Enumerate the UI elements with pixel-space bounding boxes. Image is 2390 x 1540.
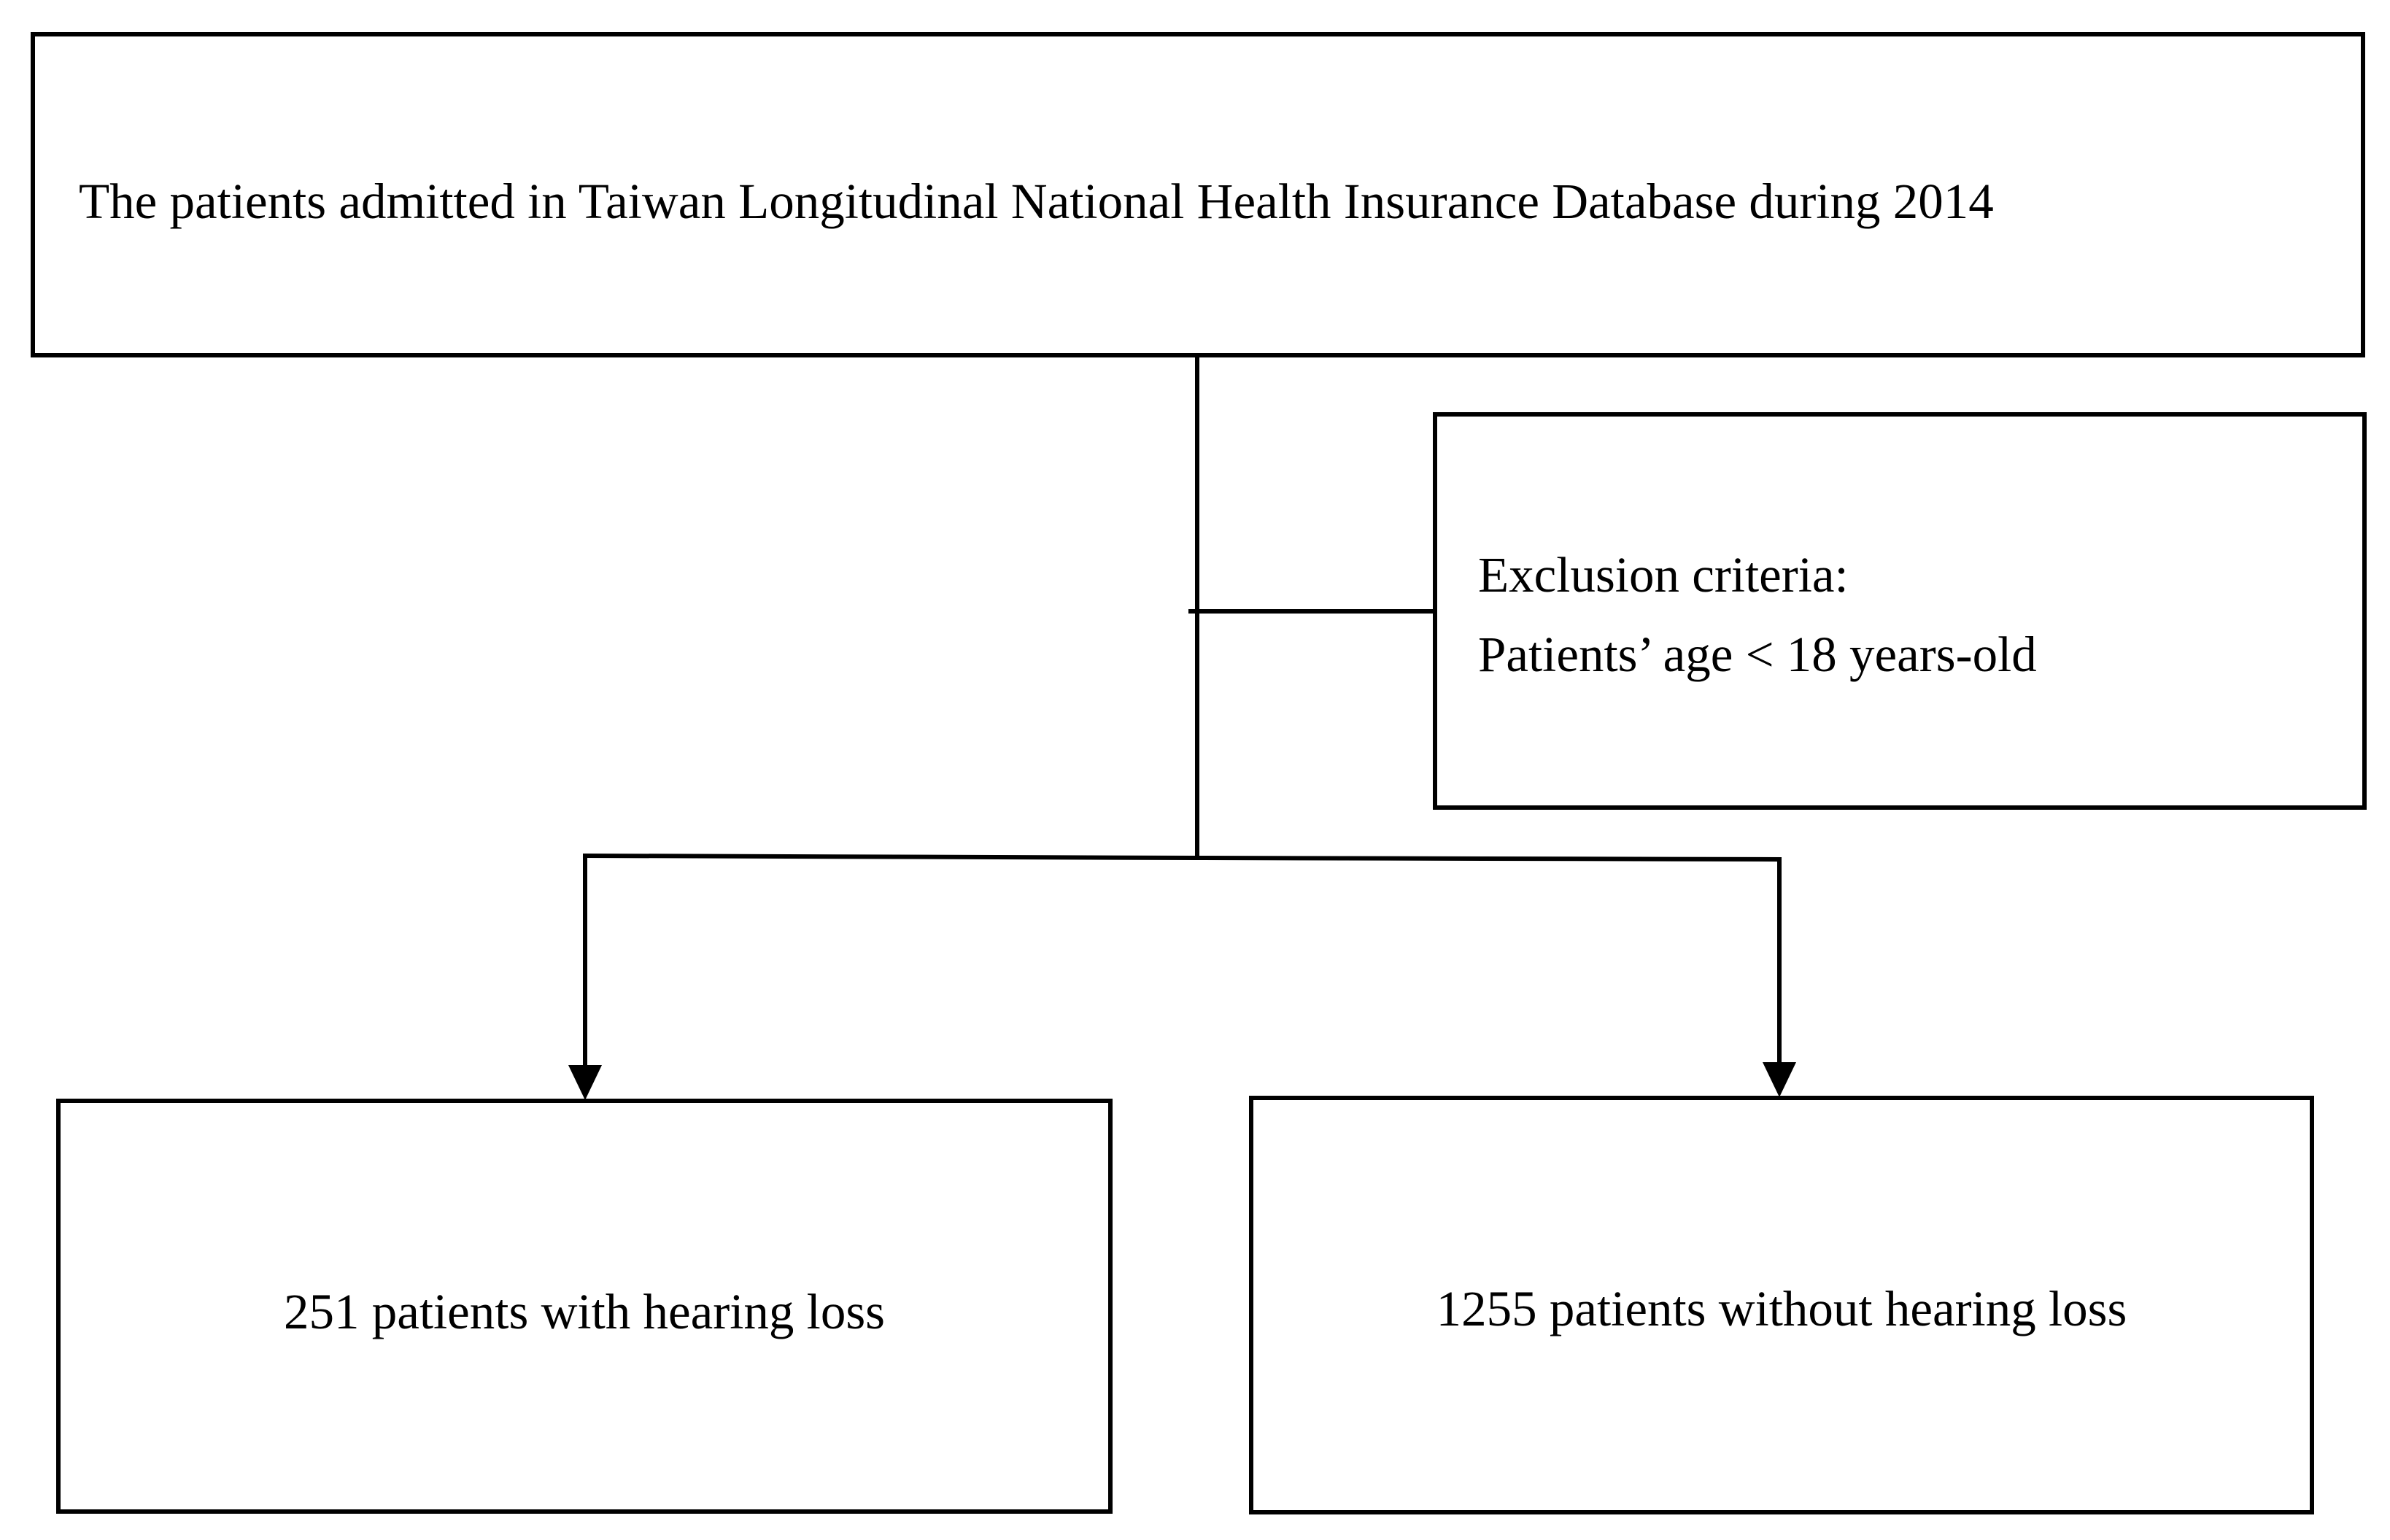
hearing-loss-group-text: 251 patients with hearing loss [283,1284,886,1339]
no-hearing-loss-group-box: 1255 patients without hearing loss [1249,1096,2314,1514]
source-population-box: The patients admitted in Taiwan Longitud… [31,32,2365,357]
hearing-loss-group-box: 251 patients with hearing loss [56,1099,1113,1514]
arrowhead-left [568,1065,602,1100]
connector-split-right [1194,855,1782,862]
exclusion-criteria-box: Exclusion criteria: Patients’ age < 18 y… [1433,412,2367,810]
exclusion-criteria-item: Patients’ age < 18 years-old [1478,627,2037,682]
connector-split-left [582,853,1200,861]
arrowhead-right [1763,1062,1796,1097]
no-hearing-loss-group-text: 1255 patients without hearing loss [1436,1281,2127,1336]
exclusion-criteria-title: Exclusion criteria: [1478,547,1849,603]
source-population-text: The patients admitted in Taiwan Longitud… [79,174,1994,229]
